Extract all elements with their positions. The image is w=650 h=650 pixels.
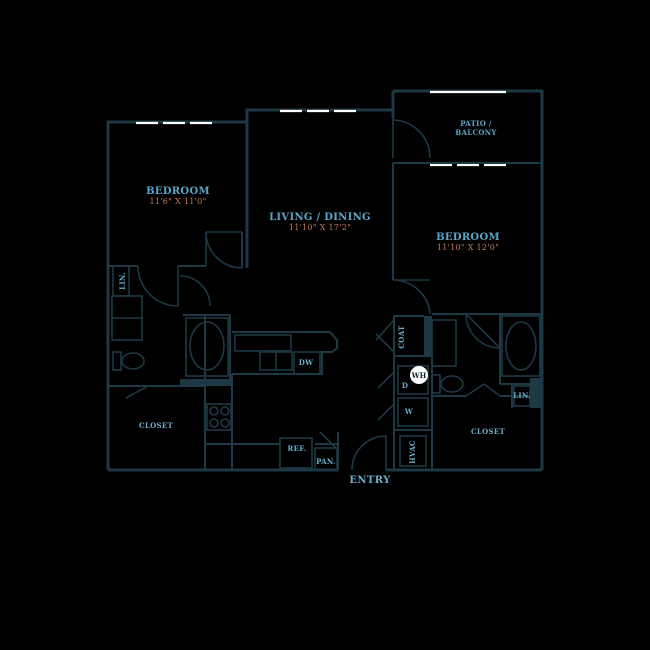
refrigerator-label: REF.	[287, 444, 306, 453]
exterior-walls	[106, 89, 544, 472]
bedroom-left-dimensions: 11'6" X 11'0"	[150, 197, 207, 206]
coat-closet-label: COAT	[397, 325, 406, 349]
pantry-label: PAN.	[316, 457, 336, 466]
dryer-label: D	[402, 381, 408, 390]
bedroom-left-label: BEDROOM	[146, 186, 210, 197]
door-swings	[125, 118, 501, 471]
living-dining-dimensions: 11'10" X 17'2"	[289, 223, 351, 232]
fixtures	[111, 265, 541, 471]
entry-label: ENTRY	[349, 475, 391, 486]
bedroom-right-label: BEDROOM	[436, 232, 500, 243]
water-heater-label: WH	[411, 371, 427, 380]
hvac-label: HVAC	[408, 440, 417, 464]
windows	[136, 90, 506, 167]
interior-walls	[108, 122, 542, 470]
bedroom-right-dimensions: 11'10" X 12'0"	[437, 243, 499, 252]
linen-right-label: LIN.	[513, 391, 531, 400]
linen-left-label: LIN.	[118, 272, 127, 290]
water-heater-icon	[410, 366, 428, 384]
living-dining-label: LIVING / DINING	[269, 212, 371, 223]
closet-right-label: CLOSET	[471, 427, 505, 436]
dishwasher-label: DW	[299, 358, 314, 367]
washer-label: W	[404, 407, 413, 416]
closet-left-label: CLOSET	[139, 421, 173, 430]
balcony-label: BALCONY	[455, 128, 497, 137]
patio-label: PATIO /	[460, 119, 492, 128]
